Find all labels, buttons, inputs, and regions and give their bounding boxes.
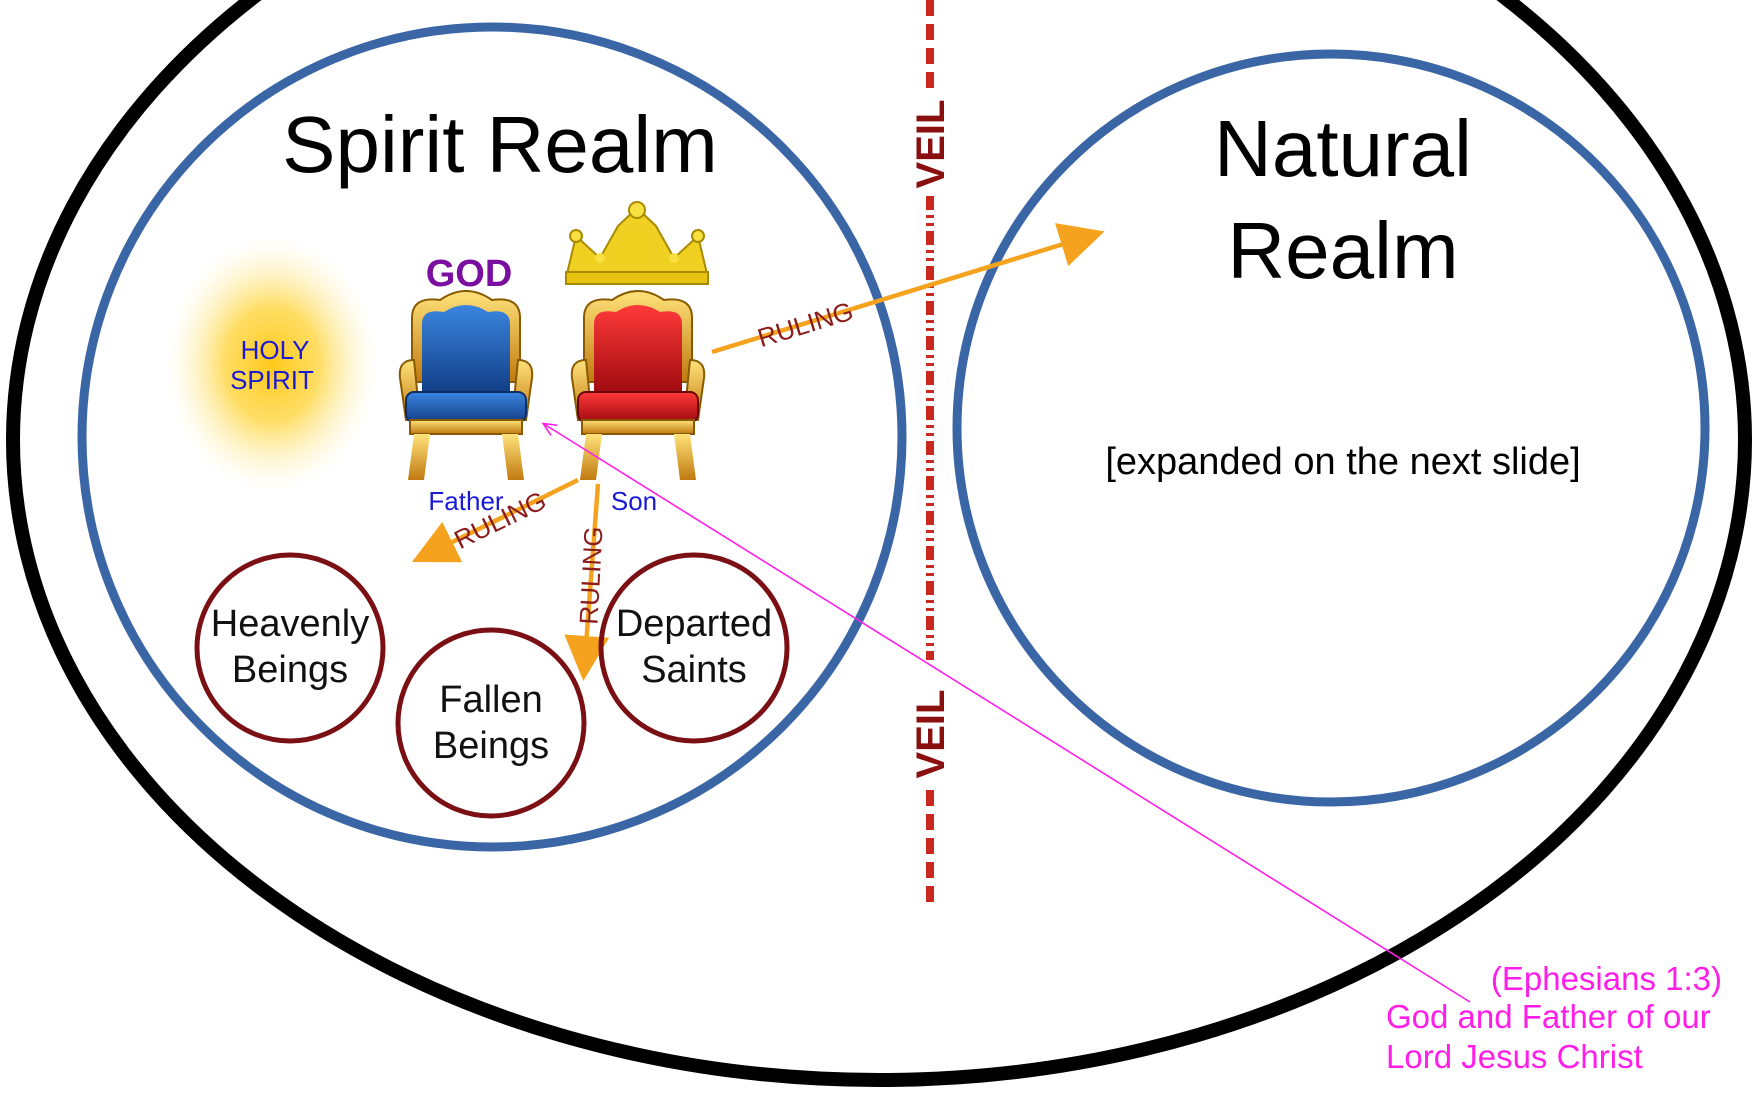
crown-icon xyxy=(564,201,710,285)
holy-spirit-glow xyxy=(166,236,378,492)
outer-ring xyxy=(6,0,1752,1087)
departed-saints-line1: Departed xyxy=(616,603,772,645)
father-throne-icon xyxy=(398,290,534,480)
fallen-beings-line1: Fallen xyxy=(439,679,543,721)
ruling-arrow-to-fallen xyxy=(564,483,610,681)
reference-line2: God and Father of our xyxy=(1386,998,1711,1035)
departed-saints-circle xyxy=(598,552,790,744)
ruling-arrow-to-natural xyxy=(711,223,1105,355)
spirit-realm-circle xyxy=(77,22,907,852)
heavenly-beings-line2: Beings xyxy=(232,649,348,691)
son-throne-icon xyxy=(570,290,706,480)
ruling-label-to-natural: RULING xyxy=(754,296,857,353)
fallen-beings-line2: Beings xyxy=(433,725,549,767)
natural-realm-note: [expanded on the next slide] xyxy=(1105,441,1580,483)
natural-realm-circle xyxy=(952,49,1710,807)
son-label: Son xyxy=(611,486,657,516)
heavenly-beings-line1: Heavenly xyxy=(211,603,369,645)
fallen-beings-circle xyxy=(395,627,587,819)
natural-realm-title-line1: Natural xyxy=(1214,104,1472,193)
ruling-label-to-fallen: RULING xyxy=(573,526,608,626)
ruling-arrow-to-heavenly xyxy=(411,477,579,563)
natural-realm-title-line2: Realm xyxy=(1227,206,1458,295)
spirit-realm-title: Spirit Realm xyxy=(282,100,718,189)
reference-line3: Lord Jesus Christ xyxy=(1386,1038,1643,1075)
reference-pointer-line xyxy=(544,424,1471,1003)
holy-spirit-line2: SPIRIT xyxy=(230,365,314,395)
veil-label-bottom: VEIL xyxy=(909,690,953,779)
heavenly-beings-circle xyxy=(194,552,386,744)
veil-label-top: VEIL xyxy=(909,100,953,189)
father-label: Father xyxy=(428,486,503,516)
holy-spirit-line1: HOLY xyxy=(241,335,310,365)
reference-line1: (Ephesians 1:3) xyxy=(1491,960,1722,997)
departed-saints-line2: Saints xyxy=(641,649,747,691)
god-label: GOD xyxy=(426,253,513,295)
